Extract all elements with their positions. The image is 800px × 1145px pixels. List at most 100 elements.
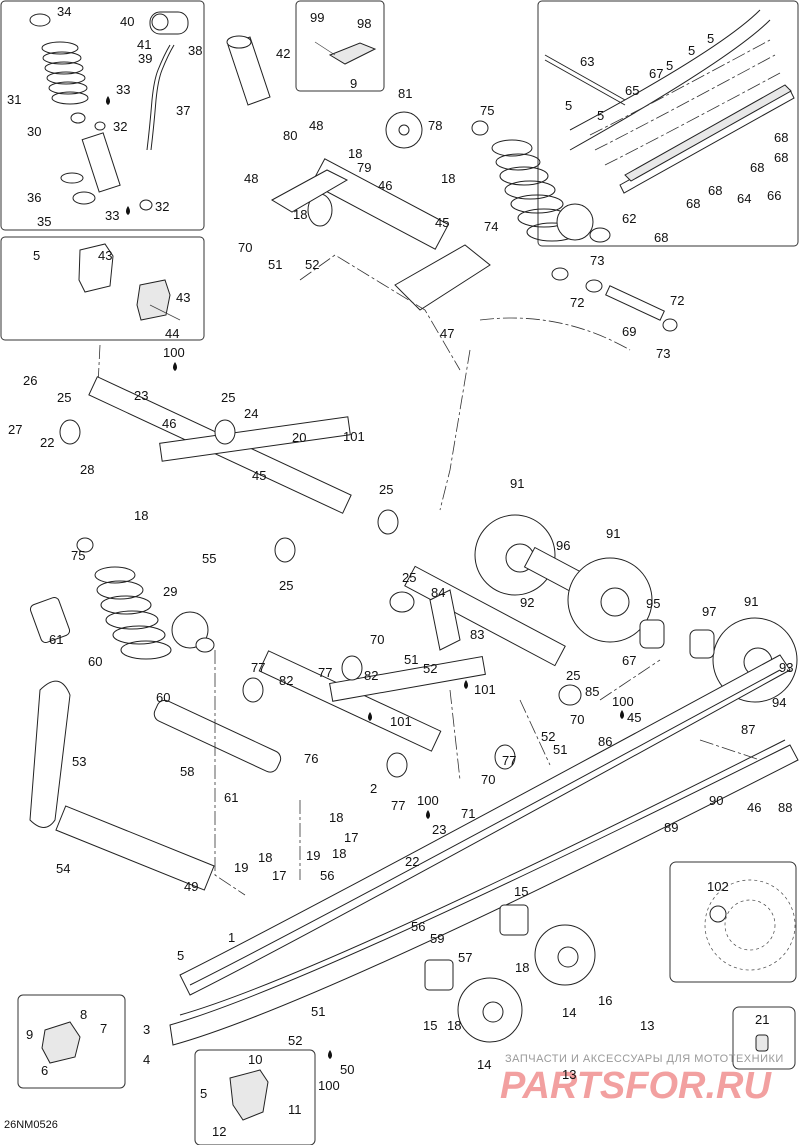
- rail-54: [55, 805, 215, 891]
- callout: 51: [311, 1004, 325, 1019]
- callout: 33: [116, 82, 130, 97]
- part-6: [41, 1021, 81, 1064]
- callout: 1: [228, 930, 235, 945]
- inset-part-98: [295, 0, 385, 92]
- part-10: [229, 1069, 269, 1121]
- callout: 63: [580, 54, 594, 69]
- sleeve-61a: [29, 596, 71, 644]
- callout: 33: [105, 208, 119, 223]
- inset-slider-kit: [537, 0, 799, 247]
- oil-drop-icon: [173, 362, 177, 371]
- callout: 4: [143, 1052, 150, 1067]
- callout: 72: [670, 293, 684, 308]
- watermark-caption: ЗАПЧАСТИ И АКСЕССУАРЫ ДЛЯ МОТОТЕХНИКИ: [505, 1053, 784, 1065]
- callout: 45: [252, 468, 266, 483]
- callout: 85: [585, 684, 599, 699]
- bogie-wheels-14: [424, 904, 596, 1043]
- callout: 35: [37, 214, 51, 229]
- callout: 97: [702, 604, 716, 619]
- callout: 15: [514, 884, 528, 899]
- callout: 74: [484, 219, 498, 234]
- callout: 18: [348, 146, 362, 161]
- callout: 100: [163, 345, 185, 360]
- callout: 68: [654, 230, 668, 245]
- callout: 12: [212, 1124, 226, 1139]
- callout: 77: [502, 753, 516, 768]
- callout: 18: [329, 810, 343, 825]
- shock-body-30: [60, 112, 153, 211]
- callout: 72: [570, 295, 584, 310]
- oil-drop-icon: [464, 680, 468, 689]
- callout: 22: [40, 435, 54, 450]
- slider-dash-lines: [589, 39, 781, 166]
- callout: 18: [332, 846, 346, 861]
- oil-drop-icons: [106, 96, 624, 1059]
- callout: 28: [80, 462, 94, 477]
- callout: 82: [279, 673, 293, 688]
- callout: 53: [72, 754, 86, 769]
- callout: 9: [350, 76, 357, 91]
- callout: 9: [26, 1027, 33, 1042]
- front-shock-29: [76, 537, 215, 660]
- callout: 48: [244, 171, 258, 186]
- callout: 70: [481, 772, 495, 787]
- bracket-43: [78, 243, 181, 321]
- callout: 46: [378, 178, 392, 193]
- callout: 5: [33, 248, 40, 263]
- callout: 75: [480, 103, 494, 118]
- part-98: [314, 41, 377, 65]
- callout: 77: [391, 798, 405, 813]
- callout: 76: [304, 751, 318, 766]
- callout: 95: [646, 596, 660, 611]
- cross-shaft-47: [270, 111, 491, 311]
- reservoir-40: [146, 11, 189, 151]
- callout: 52: [305, 257, 319, 272]
- callout: 5: [688, 43, 695, 58]
- callout: 101: [474, 682, 496, 697]
- callout: 50: [340, 1062, 354, 1077]
- callout: 48: [309, 118, 323, 133]
- callout: 54: [56, 861, 70, 876]
- callout: 5: [707, 31, 714, 46]
- callout: 64: [737, 191, 751, 206]
- callout: 49: [184, 879, 198, 894]
- oil-drop-icon: [328, 1050, 332, 1059]
- callout: 56: [320, 868, 334, 883]
- callout: 51: [553, 742, 567, 757]
- callout: 25: [57, 390, 71, 405]
- callout-labels: 34 40 41 38 39 31 42 33 37 30 32 36 35 3…: [7, 4, 793, 1139]
- callout: 79: [357, 160, 371, 175]
- callout: 94: [772, 695, 786, 710]
- callout: 52: [288, 1033, 302, 1048]
- callout: 18: [134, 508, 148, 523]
- callout: 19: [234, 860, 248, 875]
- callout: 17: [344, 830, 358, 845]
- callout: 5: [200, 1086, 207, 1101]
- callout: 2: [370, 781, 377, 796]
- callout: 45: [627, 710, 641, 725]
- callout: 59: [430, 931, 444, 946]
- callout: 52: [541, 729, 555, 744]
- callout: 84: [431, 585, 445, 600]
- callout: 57: [458, 950, 472, 965]
- callout: 62: [622, 211, 636, 226]
- callout: 65: [625, 83, 639, 98]
- callout: 70: [238, 240, 252, 255]
- callout: 86: [598, 734, 612, 749]
- callout: 96: [556, 538, 570, 553]
- idler-wheels-91: [474, 514, 798, 703]
- callout: 5: [565, 98, 572, 113]
- callout: 25: [566, 668, 580, 683]
- callout: 27: [8, 422, 22, 437]
- callout: 77: [318, 665, 332, 680]
- callout: 93: [779, 660, 793, 675]
- callout: 100: [417, 793, 439, 808]
- callout: 8: [80, 1007, 87, 1022]
- callout: 92: [520, 595, 534, 610]
- callout: 18: [441, 171, 455, 186]
- callout: 18: [447, 1018, 461, 1033]
- callout: 5: [177, 948, 184, 963]
- callout: 20: [292, 430, 306, 445]
- callout: 23: [134, 388, 148, 403]
